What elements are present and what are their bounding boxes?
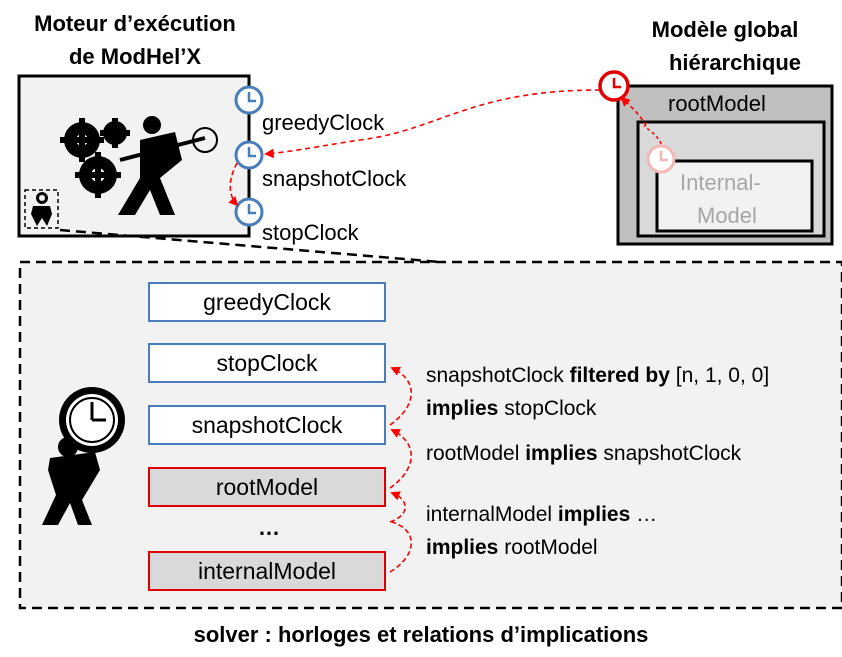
arrow-internalbox-dots bbox=[389, 521, 413, 573]
internal-clock-icon bbox=[646, 144, 676, 174]
solver-ellipsis: … bbox=[258, 515, 280, 540]
relation-text: … bbox=[630, 503, 658, 526]
relation-internal-implies: internalModel implies … bbox=[426, 503, 657, 527]
relation-keyword: filtered by bbox=[569, 364, 670, 387]
relation-text: snapshotClock bbox=[426, 364, 570, 387]
arrow-rootbox-snapshotbox bbox=[389, 429, 413, 489]
relation-text: internalModel bbox=[426, 503, 558, 526]
relation-implies-root: implies rootModel bbox=[426, 536, 598, 560]
global-model-title-line2: hiérarchique bbox=[668, 50, 802, 75]
relation-keyword: implies bbox=[525, 442, 598, 465]
clock-icon-snapshot bbox=[234, 140, 264, 170]
global-model-title-line1: Modèle global bbox=[651, 17, 799, 42]
solver-snapshot-clock-box: snapshotClock bbox=[148, 405, 386, 445]
clock-label-snapshot: snapshotClock bbox=[262, 166, 407, 191]
relation-keyword: implies bbox=[557, 503, 631, 526]
solver-stop-clock-box: stopClock bbox=[148, 343, 386, 383]
worker-icon bbox=[118, 116, 218, 215]
gears-icon bbox=[60, 118, 130, 198]
relation-implies-stop: implies stopClock bbox=[426, 397, 596, 421]
internal-model-label-line1: Internal- bbox=[680, 170, 761, 195]
caption: solver : horloges et relations d’implica… bbox=[193, 622, 649, 647]
relation-text: [n, 1, 0, 0] bbox=[669, 364, 770, 387]
relation-text: snapshotClock bbox=[597, 442, 742, 465]
solver-internal-model-box: internalModel bbox=[148, 551, 386, 591]
clock-label-stop: stopClock bbox=[262, 220, 359, 245]
arrow-internal-root-b bbox=[620, 96, 647, 127]
relation-text: rootModel bbox=[498, 536, 598, 559]
arrow-root-snapshot bbox=[264, 89, 601, 159]
relation-keyword: implies bbox=[426, 536, 499, 559]
solver-greedy-clock-box: greedyClock bbox=[148, 282, 386, 322]
solver-thumb bbox=[24, 189, 59, 229]
arrow-internal-root bbox=[643, 125, 662, 145]
arrow-snapshotbox-stopbox bbox=[389, 366, 413, 426]
relation-text: stopClock bbox=[498, 397, 597, 420]
engine-title-line2: de ModHel’X bbox=[68, 44, 201, 69]
relation-text: rootModel bbox=[426, 442, 526, 465]
solver-root-model-box: rootModel bbox=[148, 467, 386, 507]
engine-title-line1: Moteur d’exécution bbox=[34, 11, 236, 36]
root-clock-icon bbox=[598, 70, 630, 102]
clock-icon-stop bbox=[234, 197, 264, 227]
arrow-snapshot-stop bbox=[228, 162, 239, 207]
root-model-label: rootModel bbox=[668, 91, 766, 116]
relation-root-implies-snapshot: rootModel implies snapshotClock bbox=[426, 442, 741, 466]
solver-figure-icon bbox=[42, 387, 125, 525]
internal-model-label-line2: Model bbox=[697, 203, 757, 228]
clock-icon-greedy bbox=[234, 85, 264, 115]
arrow-dots-rootbox bbox=[389, 491, 407, 523]
relation-filtered-by: snapshotClock filtered by [n, 1, 0, 0] bbox=[426, 364, 769, 388]
internal-model-box bbox=[655, 159, 814, 233]
clock-label-greedy: greedyClock bbox=[262, 110, 385, 135]
relation-keyword: implies bbox=[426, 397, 499, 420]
small-worker-icon bbox=[31, 192, 52, 226]
